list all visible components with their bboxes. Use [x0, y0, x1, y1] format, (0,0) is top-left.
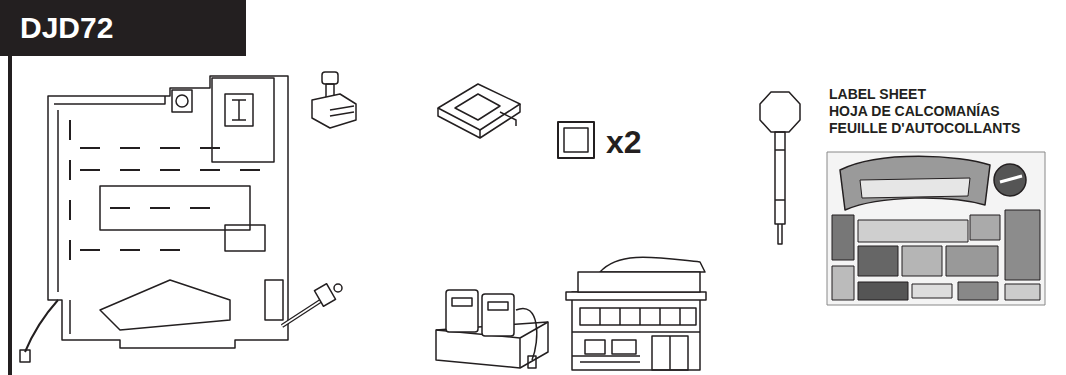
base-playset — [20, 76, 288, 362]
rod-piece — [282, 284, 342, 326]
tray-piece — [438, 84, 520, 138]
pump-piece — [436, 290, 548, 368]
label-sheet — [827, 152, 1045, 305]
title-banner: DJD72 — [0, 0, 246, 56]
quantity-label: x2 — [606, 124, 642, 161]
building-piece — [566, 257, 706, 370]
key-piece — [760, 92, 800, 244]
part-name: HOJA DE CALCOMANÍAS — [829, 103, 1000, 119]
frame-piece — [558, 122, 594, 158]
part-name: FEUILLE D'AUTOCOLLANTS — [829, 120, 1020, 136]
part-name: LABEL SHEET — [829, 86, 926, 102]
title-text: DJD72 — [0, 0, 246, 56]
crane-piece — [312, 72, 356, 128]
